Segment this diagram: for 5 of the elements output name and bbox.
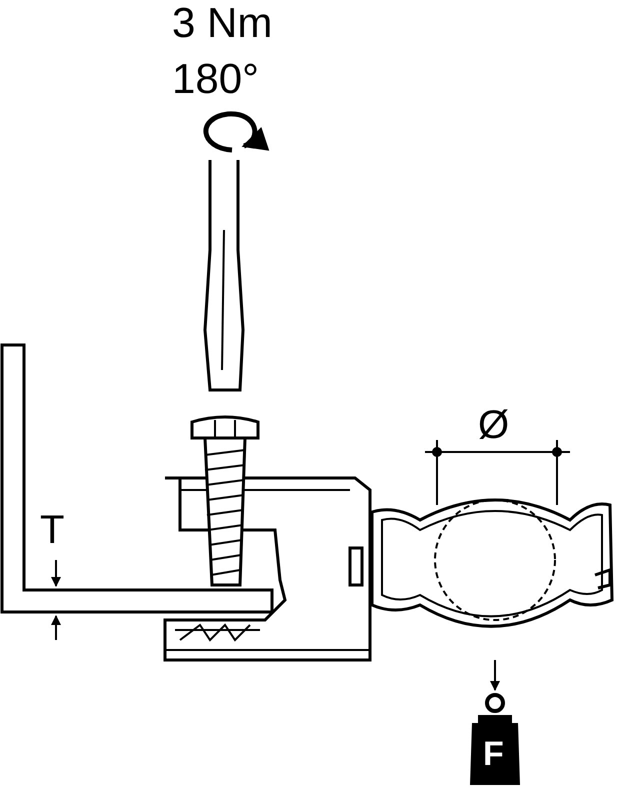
weight-label: F	[483, 737, 504, 771]
diameter-label: Ø	[478, 405, 510, 445]
thickness-label: T	[40, 510, 64, 550]
angle-label: 180°	[172, 58, 259, 100]
torque-label: 3 Nm	[172, 2, 272, 44]
